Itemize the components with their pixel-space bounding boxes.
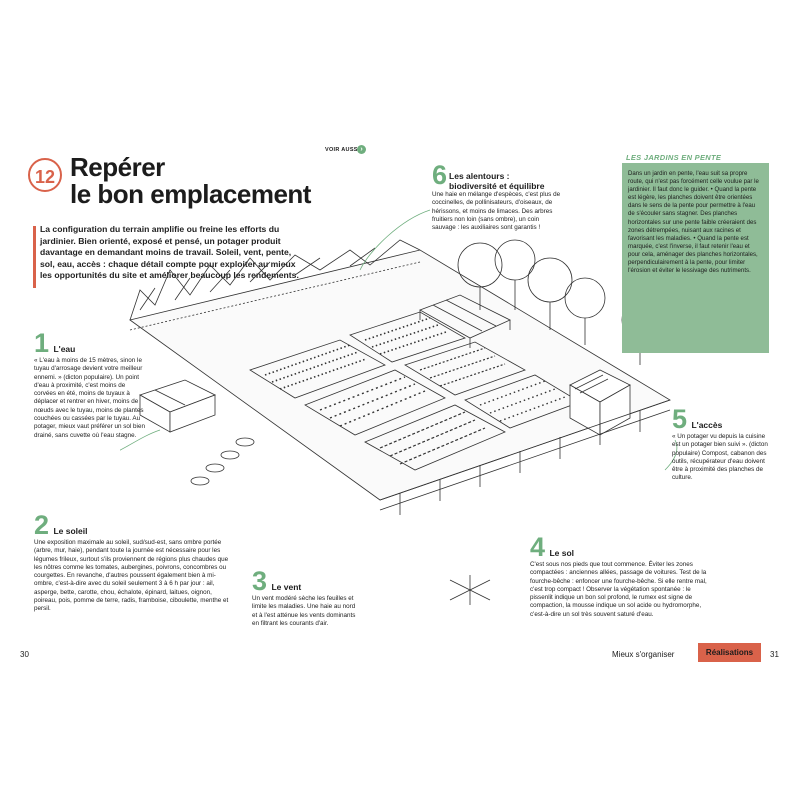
section-text: Une exposition maximale au soleil, sud/s…: [34, 539, 229, 613]
section-title: Le sol: [549, 548, 575, 558]
section-title: Le vent: [271, 582, 302, 592]
section-sol: 4 Le sol C'est sous nos pieds que tout c…: [530, 534, 708, 619]
section-title: L'eau: [53, 344, 76, 354]
section-number: 2: [34, 510, 50, 540]
section-text: C'est sous nos pieds que tout commence. …: [530, 561, 707, 618]
title-line-2: le bon emplacement: [70, 179, 311, 209]
section-soleil: 2 Le soleil Une exposition maximale au s…: [34, 512, 230, 614]
chapter-number-badge: 12: [28, 158, 62, 192]
footer-section-label: Mieux s'organiser: [612, 650, 675, 659]
section-title: L'accès: [691, 420, 723, 430]
section-text: « Un potager vu depuis la cuisine est un…: [672, 433, 768, 482]
footer-tag: Réalisations: [698, 643, 761, 662]
section-title-line-2: biodiversité et équilibre: [449, 181, 545, 191]
section-number: 1: [34, 328, 50, 358]
garden-illustration: [120, 209, 678, 605]
section-text: « L'eau à moins de 15 mètres, sinon le t…: [34, 357, 145, 439]
section-text: Une haie en mélange d'espèces, c'est plu…: [432, 191, 561, 232]
section-alentours: 6 Les alentours : biodiversité et équili…: [432, 162, 564, 232]
section-vent: 3 Le vent Un vent modéré sèche les feuil…: [252, 568, 362, 628]
page-number-right: 31: [770, 650, 779, 659]
page-title: Repérer le bon emplacement: [70, 154, 311, 208]
stepping-stones: [190, 437, 255, 486]
see-also-label[interactable]: VOIR AUSSI: [325, 147, 360, 153]
sidebar-box-text: Dans un jardin en pente, l'eau suit sa p…: [628, 170, 759, 275]
section-number: 4: [530, 532, 546, 562]
sidebar-box: [622, 163, 769, 353]
section-text: Un vent modéré sèche les feuilles et lim…: [252, 595, 356, 627]
section-title: Le soleil: [53, 526, 88, 536]
compass-rose-icon: [449, 575, 491, 605]
intro-paragraph: La configuration du terrain amplifie ou …: [40, 224, 299, 281]
section-number: 6: [432, 160, 448, 190]
tool-shed: [569, 369, 631, 436]
hedge-left: [129, 239, 421, 331]
callout-lines: [120, 209, 678, 471]
arrow-right-icon[interactable]: ›: [357, 145, 366, 154]
sidebar-box-title: LES JARDINS EN PENTE: [626, 153, 722, 162]
section-acces: 5 L'accès « Un potager vu depuis la cuis…: [672, 406, 772, 483]
intro-accent-bar: [33, 226, 36, 288]
compost-bins: [139, 379, 216, 433]
greenhouse: [419, 294, 511, 348]
garden-beds: [249, 311, 581, 471]
title-line-1: Repérer: [70, 152, 165, 182]
section-number: 3: [252, 566, 268, 596]
section-title-line-1: Les alentours :: [449, 171, 510, 181]
fence-front: [379, 399, 671, 515]
page-number-left: 30: [20, 650, 29, 659]
section-number: 5: [672, 404, 688, 434]
section-eau: 1 L'eau « L'eau à moins de 15 mètres, si…: [34, 330, 149, 440]
